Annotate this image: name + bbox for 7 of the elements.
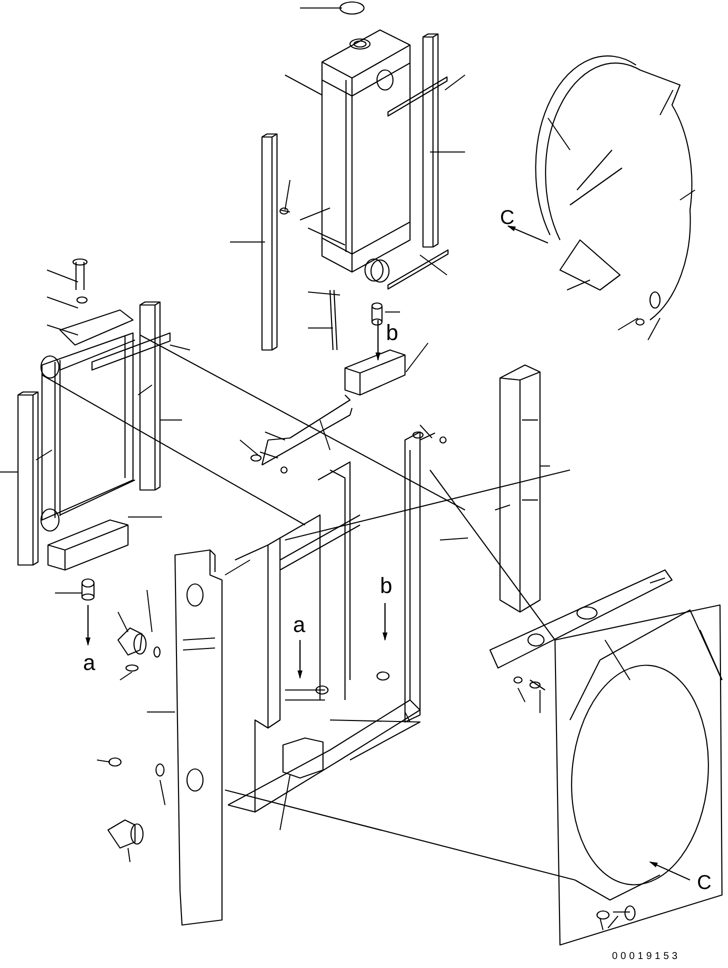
- reference-letter: C: [500, 208, 514, 228]
- reference-letter: a: [293, 614, 306, 636]
- drawing-number: 00019153: [612, 952, 680, 962]
- reference-letter: b: [386, 322, 398, 344]
- reference-letter: a: [83, 652, 96, 674]
- reference-letter: b: [380, 575, 392, 597]
- reference-letter: C: [697, 873, 712, 893]
